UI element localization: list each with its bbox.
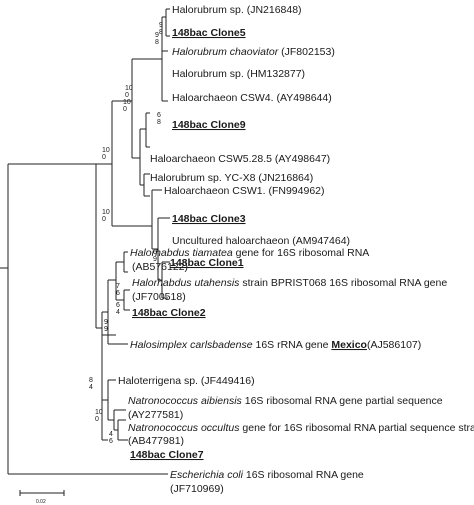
leaf-label: Haloarchaeon CSW5.28.5 (AY498647) (150, 153, 330, 165)
leaf-label: Haloterrigena sp. (JF449416) (118, 375, 255, 387)
leaf-labels: Halorubrum sp. (JN216848) 148bac Clone5Ha… (118, 4, 474, 495)
leaf-label: Halorubrum sp. (JN216848) (172, 4, 302, 16)
leaf-label: Haloarchaeon CSW4. (AY498644) (172, 92, 332, 104)
leaf-label: (AY277581) (128, 409, 183, 421)
leaf-label: Halorhabdus tiamatea gene for 16S riboso… (130, 247, 369, 259)
leaf-label: Escherichia coli 16S ribosomal RNA gene (170, 469, 364, 481)
leaf-label: Halosimplex carlsbadense 16S rRNA gene M… (130, 339, 421, 351)
leaf-label: (JF700518) (132, 291, 186, 303)
leaf-label: Uncultured haloarchaeon (AM947464) (172, 235, 350, 247)
leaf-label: Natronococcus aibiensis 16S ribosomal RN… (128, 395, 443, 407)
leaf-label: Halorubrum sp. YC-X8 (JN216864) (150, 172, 313, 184)
leaf-label: (JF710969) (170, 483, 224, 495)
leaf-label: 148bac Clone7 (130, 449, 204, 461)
scale-bar-label: 0.02 (36, 499, 46, 505)
leaf-label: Halorubrum chaoviator (JF802153) (172, 46, 335, 58)
leaf-label: Halorhabdus utahensis strain BPRIST068 1… (132, 277, 447, 289)
leaf-label: Halorubrum sp. (HM132877) (172, 68, 305, 80)
leaf-label: 148bac Clone2 (132, 307, 206, 319)
leaf-label: Haloarchaeon CSW1. (FN994962) (164, 185, 325, 197)
leaf-label: 148bac Clone3 (172, 213, 246, 225)
leaf-label: 148bac Clone5 (172, 27, 246, 39)
scale-bar: 0.02 (19, 490, 65, 505)
leaf-label: (AB576122) (132, 261, 188, 273)
leaf-label: (AB477981) (128, 435, 184, 447)
leaf-label: 148bac Clone9 (172, 119, 246, 131)
leaf-label: Natronococcus occultus gene for 16S ribo… (128, 422, 474, 434)
tree-branches (0, 8, 170, 475)
leaf-label: 148bac Clone1 (170, 257, 244, 269)
